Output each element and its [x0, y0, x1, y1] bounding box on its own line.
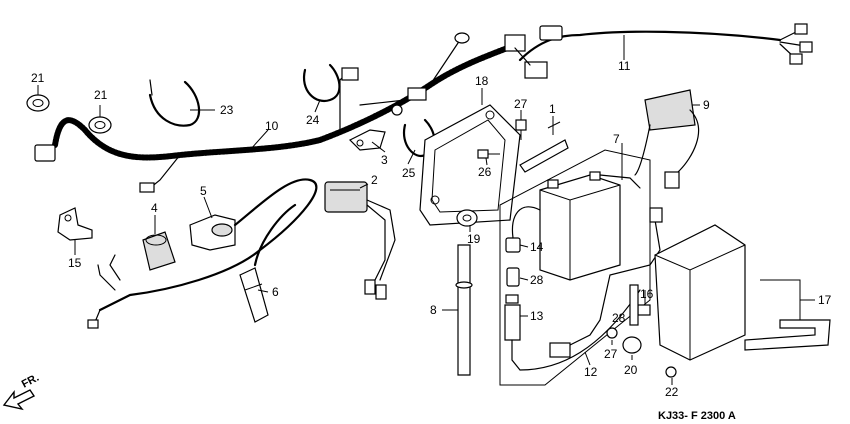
callout-12: 12	[584, 365, 598, 379]
part-24-harness-band	[302, 63, 341, 103]
callout-19: 19	[467, 232, 481, 246]
front-direction-arrow: FR.	[2, 372, 41, 411]
callout-24: 24	[306, 113, 320, 127]
callout-8: 8	[430, 303, 437, 317]
callout-6: 6	[272, 285, 279, 299]
callout-3: 3	[381, 153, 388, 167]
part-3-clamp	[348, 129, 386, 151]
callout-18: 18	[475, 74, 489, 88]
callout-10: 10	[265, 119, 279, 133]
callout-25: 25	[402, 166, 416, 180]
part-28-fuse-upper	[506, 267, 520, 287]
callout-7: 7	[613, 132, 620, 146]
part-1-battery-holder-strap	[519, 121, 569, 173]
battery	[539, 171, 641, 281]
part-12-battery-lead	[549, 207, 663, 358]
callout-5: 5	[200, 184, 207, 198]
callout-26: 26	[478, 165, 492, 179]
callout-21-left: 21	[31, 71, 45, 85]
part-20-cushion	[622, 336, 642, 354]
part-7-battery-compartment-outline	[499, 149, 651, 386]
callout-11: 11	[618, 59, 631, 73]
part-17-side-cover-box	[654, 224, 831, 361]
part-27-screw-bottom	[606, 327, 618, 339]
part-22-screw	[665, 366, 677, 378]
callout-16: 16	[640, 287, 654, 301]
callout-9: 9	[703, 98, 710, 112]
part-4-coil-cap	[142, 231, 176, 271]
callout-28-upper: 28	[530, 273, 544, 287]
part-15-wire-clip	[57, 207, 93, 241]
callout-27-bottom: 27	[604, 347, 618, 361]
callout-14: 14	[530, 240, 544, 254]
callout-2: 2	[371, 173, 378, 187]
part-9-regulator-rectifier	[634, 89, 700, 189]
part-18-fuse-box-bracket	[419, 104, 521, 226]
leader-lines	[37, 35, 815, 385]
callout-20: 20	[624, 363, 638, 377]
part-11-sub-harness	[518, 23, 813, 65]
callout-22: 22	[665, 385, 679, 399]
callout-23: 23	[220, 103, 234, 117]
callout-28-lower: 28	[612, 311, 626, 325]
callout-27-top: 27	[514, 97, 528, 111]
part-8-rod	[455, 244, 473, 376]
part-19-grommet	[456, 209, 478, 227]
part-6-spark-plug-cap	[239, 203, 297, 323]
part-13-fuse-holder	[504, 289, 641, 371]
part-5-ignition-coil	[87, 178, 318, 329]
callout-4: 4	[151, 201, 158, 215]
callout-1: 1	[549, 102, 556, 116]
part-26-screw	[477, 149, 500, 159]
callout-15: 15	[68, 256, 82, 270]
callout-17: 17	[818, 293, 832, 307]
part-16-clip	[637, 304, 651, 316]
front-arrow-label: FR.	[20, 372, 41, 391]
part-10-main-wire-harness	[34, 32, 548, 193]
part-28-collar	[629, 284, 639, 326]
part-21-grommet-left	[26, 94, 50, 112]
callout-labels: 21 21 23 10 24 3 25 18 26 27 1 2 5 4 15 …	[31, 59, 832, 399]
part-23-harness-band	[148, 79, 201, 127]
part-21-grommet-center	[88, 116, 112, 134]
diagram-code: KJ33- F 2300 A	[658, 410, 736, 422]
callout-13: 13	[530, 309, 544, 323]
part-2-relay-unit	[324, 181, 396, 300]
callout-21-center: 21	[94, 88, 108, 102]
